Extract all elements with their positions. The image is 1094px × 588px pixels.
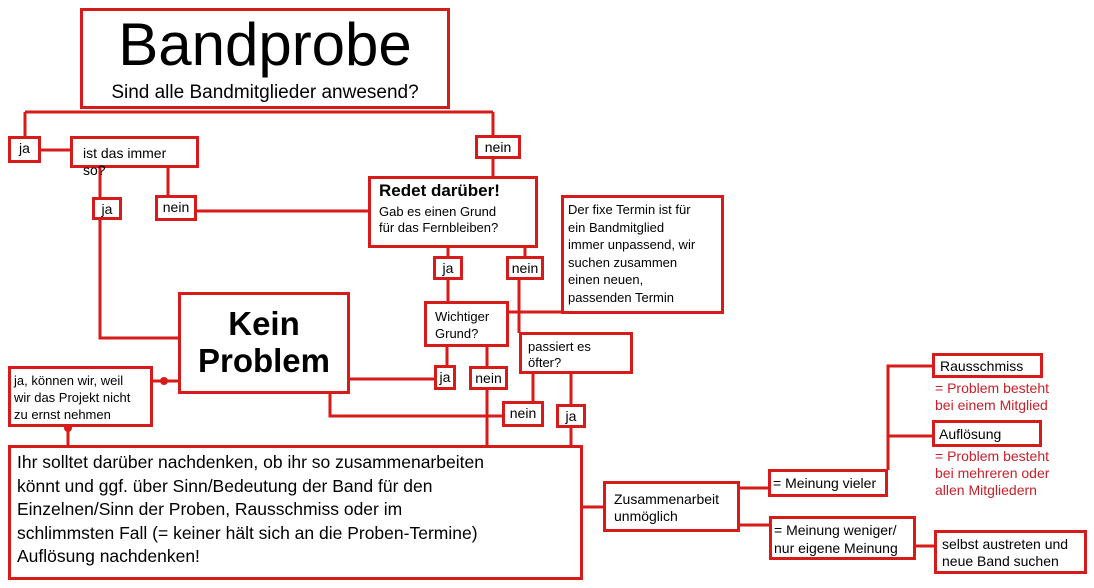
- title-box: Bandprobe Sind alle Bandmitglieder anwes…: [80, 8, 450, 109]
- node-wichtiger-grund: Wichtiger Grund?: [424, 301, 509, 347]
- redet-question: Gab es einen Grund für das Fernbleiben?: [379, 204, 499, 235]
- node-kein-problem: Kein Problem: [178, 292, 350, 394]
- arrow-dot-icon: [160, 377, 168, 385]
- node-rausschmiss: Rausschmiss: [932, 353, 1043, 378]
- aufloesung-note: = Problem besteht bei mehreren oder alle…: [935, 448, 1050, 498]
- label-nein-passiert: nein: [502, 401, 544, 427]
- node-immer-so: ist das immer so?: [70, 136, 199, 178]
- label-ja-immer: ja: [92, 197, 122, 220]
- node-redet-darueber: Redet darüber! Gab es einen Grund für da…: [368, 176, 538, 248]
- label-nein-wichtig: nein: [469, 366, 508, 390]
- node-ja-koennen-wir: ja, können wir, weil wir das Projekt nic…: [8, 366, 153, 427]
- label-nein-immer: nein: [155, 195, 197, 221]
- node-nachdenken: Ihr solltet darüber nachdenken, ob ihr s…: [8, 445, 583, 580]
- title-question: Sind alle Bandmitglieder anwesend?: [111, 82, 419, 103]
- label-ja-wichtig: ja: [434, 365, 456, 390]
- node-meinung-weniger: = Meinung weniger/ nur eigene Meinung: [769, 516, 916, 560]
- label-nein-top: nein: [475, 135, 521, 159]
- node-zusammenarbeit-unmoeglich: Zusammenarbeit unmöglich: [603, 481, 740, 532]
- rausschmiss-note: = Problem besteht bei einem Mitglied: [935, 380, 1050, 413]
- node-passiert-oefter: passiert es öfter?: [519, 332, 633, 374]
- label-ja-passiert: ja: [556, 404, 586, 428]
- node-selbst-austreten: selbst austreten und neue Band suchen: [934, 530, 1087, 574]
- node-fixer-termin: Der fixe Termin ist für ein Bandmitglied…: [561, 195, 724, 314]
- label-ja-top: ja: [8, 136, 41, 163]
- page-title: Bandprobe: [118, 11, 412, 78]
- node-aufloesung: Auflösung: [932, 420, 1042, 447]
- redet-title: Redet darüber!: [379, 181, 500, 200]
- node-meinung-vieler: = Meinung vieler: [768, 469, 888, 497]
- label-nein-redet: nein: [506, 256, 544, 280]
- label-ja-redet: ja: [433, 256, 463, 280]
